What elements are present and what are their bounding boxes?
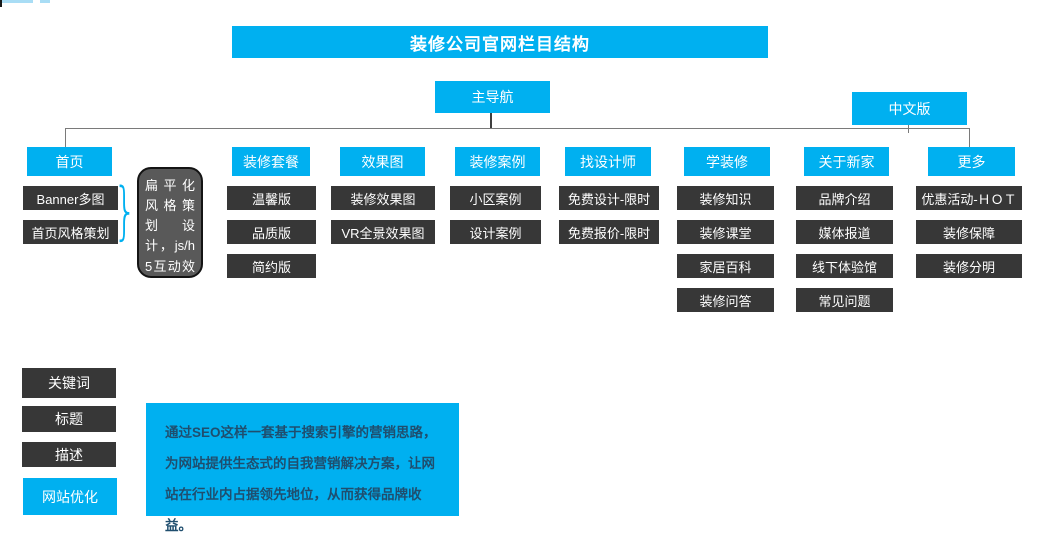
corner-mark — [0, 0, 2, 7]
column-5-item: 免费设计-限时 — [559, 186, 659, 210]
column-1-item: Banner多图 — [23, 186, 118, 210]
column-5-header: 找设计师 — [565, 147, 651, 176]
connector-horizontal — [65, 128, 969, 129]
column-8-item: 优惠活动-ＨＯＴ — [916, 186, 1022, 210]
page-title: 装修公司官网栏目结构 — [232, 26, 768, 58]
seo-description-box: 通过SEO这样一套基于搜索引擎的营销思路，为网站提供生态式的自我营销解决方案，让… — [146, 403, 459, 533]
column-5-item: 免费报价-限时 — [559, 220, 659, 244]
column-4-header: 装修案例 — [455, 147, 540, 176]
column-6-header: 学装修 — [684, 147, 770, 176]
column-2-item: 简约版 — [227, 254, 316, 278]
column-6-item: 装修知识 — [677, 186, 774, 210]
column-4-item: 设计案例 — [450, 220, 541, 244]
column-6-item: 装修问答 — [677, 288, 774, 312]
seo-optimize-node: 网站优化 — [23, 478, 117, 515]
column-3-header: 效果图 — [340, 147, 425, 176]
seo-label-title: 标题 — [22, 406, 116, 432]
column-2-item: 温馨版 — [227, 186, 316, 210]
column-6-item: 装修课堂 — [677, 220, 774, 244]
top-accent-bar — [2, 0, 33, 3]
column-6-item: 家居百科 — [677, 254, 774, 278]
node-chinese-version: 中文版 — [852, 92, 967, 125]
column-8-item: 装修保障 — [916, 220, 1022, 244]
column-8-item: 装修分明 — [916, 254, 1022, 278]
seo-label-description: 描述 — [22, 442, 116, 467]
column-2-header: 装修套餐 — [232, 147, 310, 176]
homepage-note-bubble: 扁平化风格策划设计，js/h5互动效果 — [137, 167, 203, 294]
column-8-header: 更多 — [928, 147, 1015, 176]
column-3-item: 装修效果图 — [331, 186, 435, 210]
connector-drop-left — [65, 128, 66, 147]
seo-label-keywords: 关键词 — [22, 368, 116, 398]
node-main-nav: 主导航 — [435, 81, 550, 113]
column-7-header: 关于新家 — [804, 147, 889, 176]
connector-main-nav — [490, 113, 492, 128]
column-2-item: 品质版 — [227, 220, 316, 244]
column-7-item: 品牌介绍 — [796, 186, 893, 210]
column-7-item: 媒体报道 — [796, 220, 893, 244]
column-4-item: 小区案例 — [450, 186, 541, 210]
column-1-header: 首页 — [27, 147, 112, 176]
column-7-item: 常见问题 — [796, 288, 893, 312]
brace-icon: } — [113, 174, 137, 247]
column-1-item: 首页风格策划 — [23, 220, 118, 244]
top-accent-bar-small — [40, 0, 50, 3]
connector-lang-tick — [908, 125, 909, 133]
connector-drop-right — [969, 128, 970, 147]
column-7-item: 线下体验馆 — [796, 254, 893, 278]
column-3-item: VR全景效果图 — [331, 220, 435, 244]
